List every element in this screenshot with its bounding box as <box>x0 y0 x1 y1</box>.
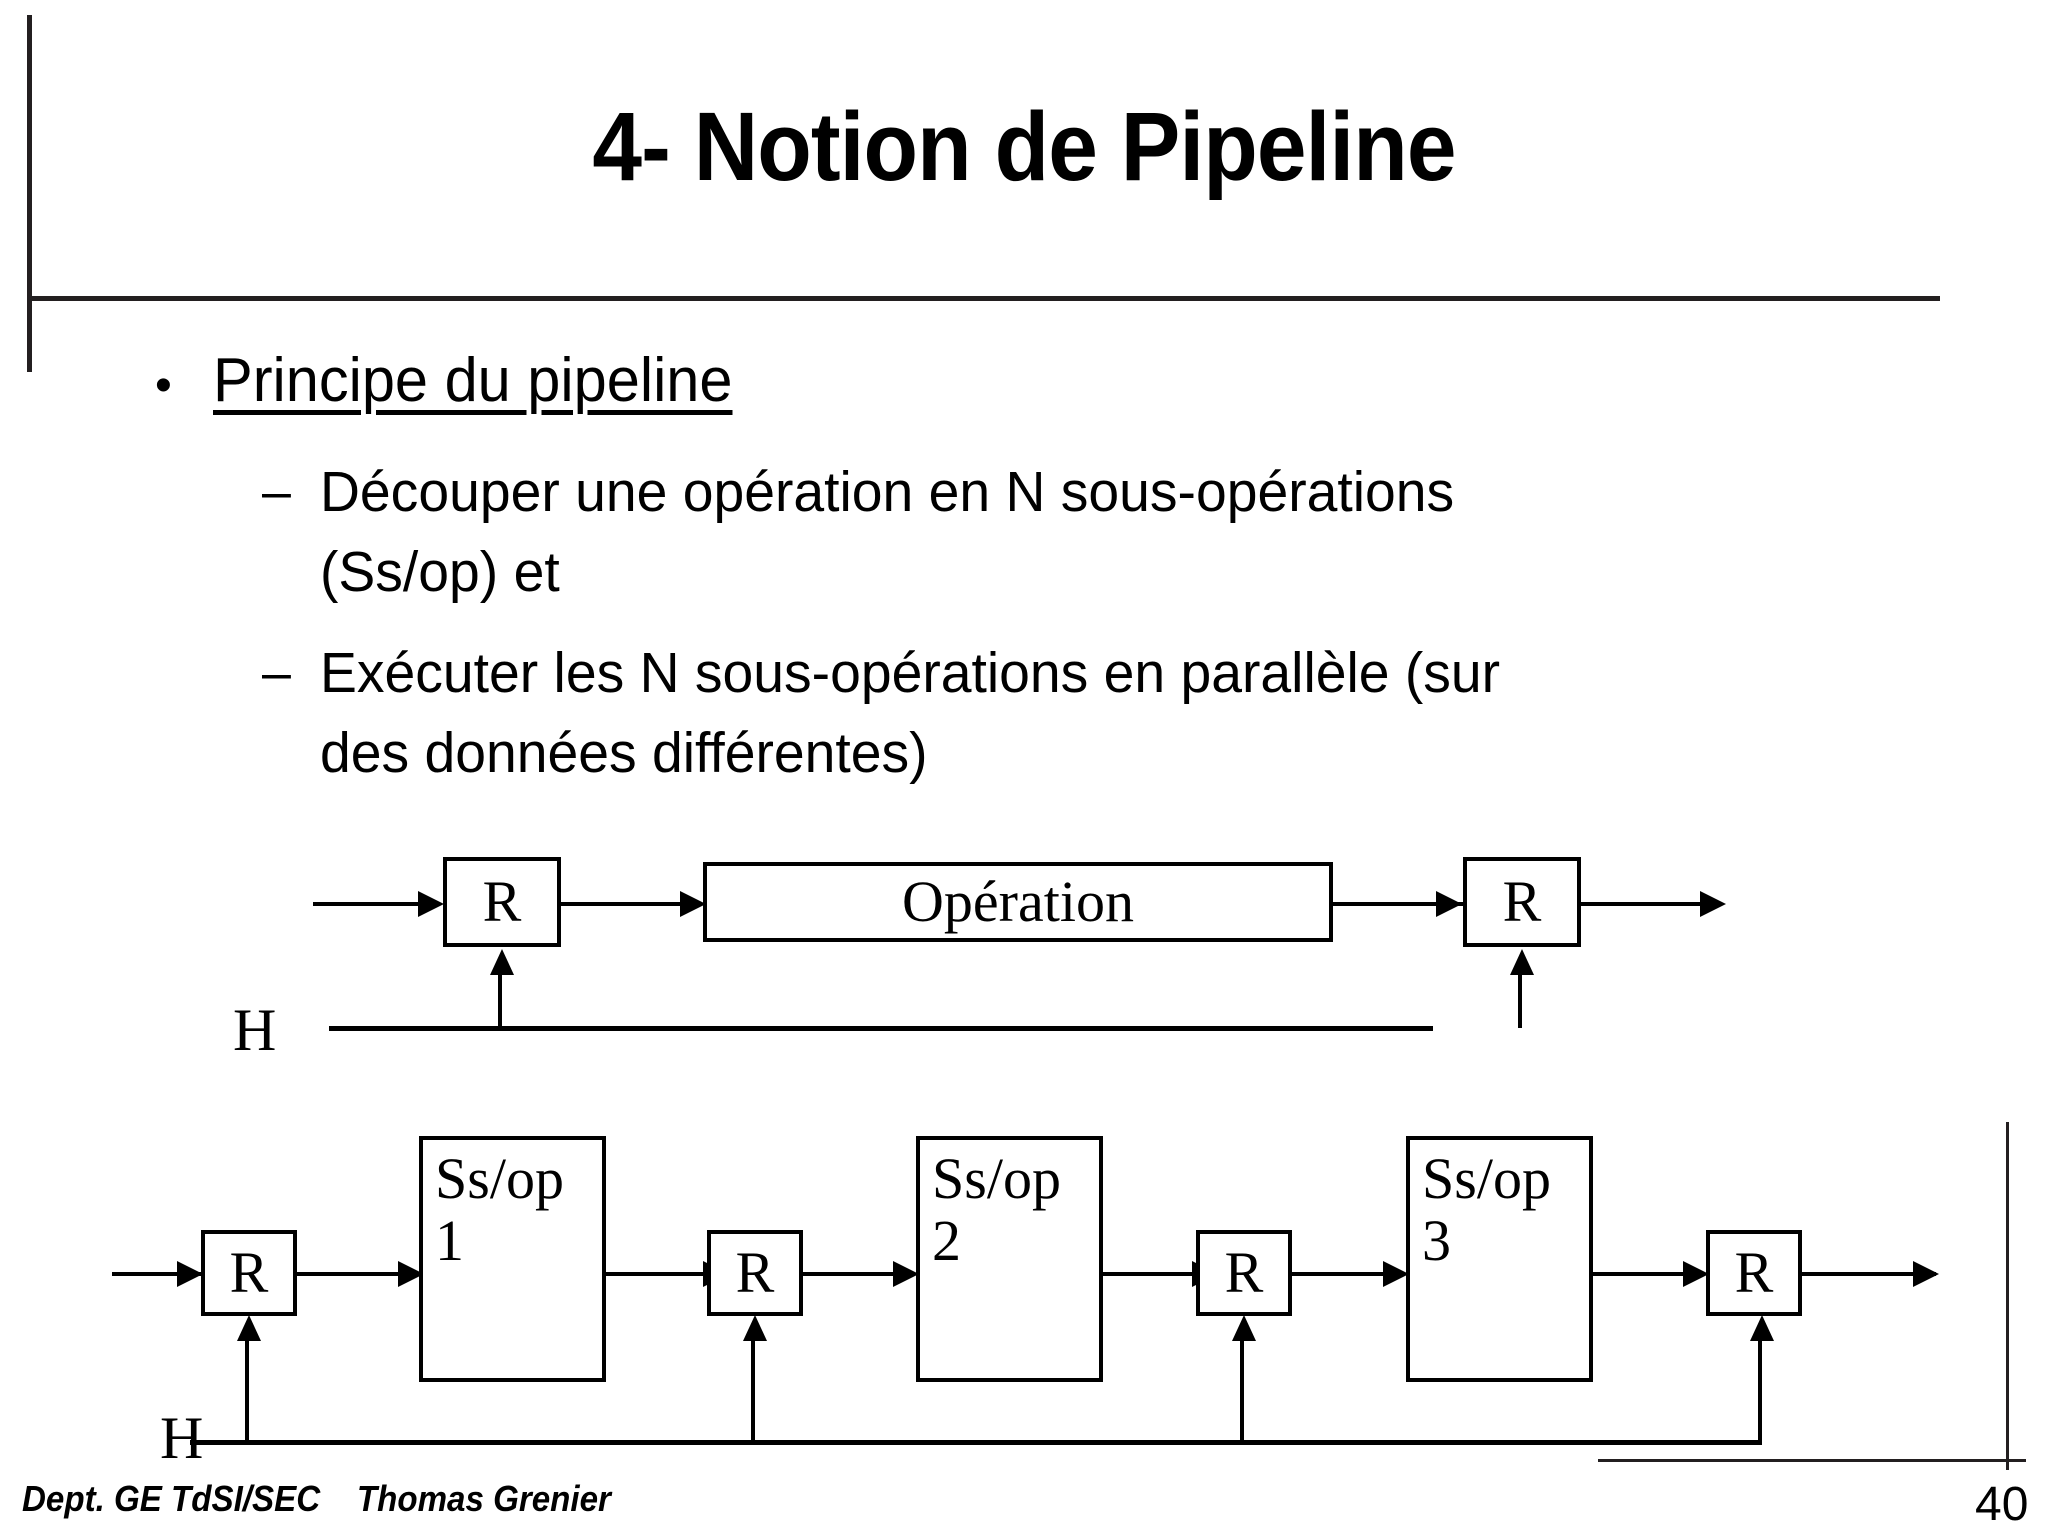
arrow-right-icon <box>418 891 444 917</box>
input-wire <box>112 1272 202 1276</box>
stage-label: Ss/op 2 <box>932 1146 1061 1273</box>
register-box-1: R <box>443 857 561 947</box>
operation-label: Opération <box>902 869 1134 934</box>
footer-credit: Dept. GE TdSI/SEC Thomas Grenier <box>22 1478 611 1519</box>
clock-bus-top <box>329 1026 1433 1031</box>
arrow-right-icon <box>1436 891 1462 917</box>
footer-horizontal-rule <box>1598 1459 2026 1462</box>
page-number: 40 <box>1975 1478 2029 1531</box>
arrow-right-icon <box>1683 1261 1709 1287</box>
sub-bullet-label: Exécuter les N sous-opérations en parall… <box>320 641 1501 785</box>
page-title: 4- Notion de Pipeline <box>592 92 1456 201</box>
arrow-up-icon <box>1510 949 1534 975</box>
stage-label: Ss/op 3 <box>1422 1146 1551 1273</box>
register-box-2: R <box>707 1230 803 1316</box>
clock-bus-bottom <box>190 1440 1762 1445</box>
sub-bullet-executer: – Exécuter les N sous-opérations en para… <box>262 633 1642 793</box>
output-wire <box>1581 902 1721 906</box>
register-box-4: R <box>1706 1230 1802 1316</box>
wire-r3-s3 <box>1292 1272 1404 1276</box>
sub-bullet-decouper: – Découper une opération en N sous-opéra… <box>262 452 1642 612</box>
footer-vertical-rule <box>2006 1122 2009 1470</box>
wire-s2-r3 <box>1103 1272 1215 1276</box>
clock-riser-r3 <box>1240 1340 1244 1440</box>
dash-marker-icon: – <box>262 644 291 702</box>
clock-riser-r1 <box>245 1340 249 1440</box>
clock-riser-r4 <box>1758 1340 1762 1440</box>
operation-box: Opération <box>703 862 1333 942</box>
output-wire <box>1802 1272 1936 1276</box>
clock-riser-r2 <box>1518 975 1522 1028</box>
wire-s3-r4 <box>1593 1272 1705 1276</box>
arrow-up-icon <box>490 949 514 975</box>
register-box-3: R <box>1196 1230 1292 1316</box>
register-box-1: R <box>201 1230 297 1316</box>
arrow-up-icon <box>1232 1315 1256 1341</box>
arrow-up-icon <box>1750 1315 1774 1341</box>
bullet-label: Principe du pipeline <box>213 346 733 415</box>
stage-box-1: Ss/op 1 <box>419 1136 606 1382</box>
dash-marker-icon: – <box>262 463 291 521</box>
clock-riser-r1 <box>498 975 502 1028</box>
arrow-up-icon <box>237 1315 261 1341</box>
arrow-right-icon <box>1700 891 1726 917</box>
wire-s1-r2 <box>606 1272 724 1276</box>
arrow-up-icon <box>743 1315 767 1341</box>
wire-r1-s1 <box>297 1272 417 1276</box>
arrow-right-icon <box>893 1261 919 1287</box>
bullet-marker-icon: • <box>155 359 172 412</box>
input-wire <box>313 902 431 906</box>
arrow-right-icon <box>177 1261 203 1287</box>
wire-r2-s2 <box>803 1272 915 1276</box>
wire-r1-op <box>561 902 695 906</box>
register-box-2: R <box>1463 857 1581 947</box>
bullet-principe: • Principe du pipeline <box>155 345 1555 427</box>
arrow-right-icon <box>680 891 706 917</box>
clock-label-bottom: H <box>160 1405 204 1471</box>
wire-op-r2 <box>1333 902 1463 906</box>
register-label: R <box>735 1240 775 1305</box>
register-label: R <box>1224 1240 1264 1305</box>
arrow-right-icon <box>1383 1261 1409 1287</box>
sub-bullet-label: Découper une opération en N sous-opérati… <box>320 460 1455 604</box>
arrow-right-icon <box>1913 1261 1939 1287</box>
register-label: R <box>229 1240 269 1305</box>
stage-label: Ss/op 1 <box>435 1146 564 1273</box>
header-vertical-rule <box>27 15 32 372</box>
header-horizontal-rule <box>27 296 1940 301</box>
register-label: R <box>1502 869 1542 934</box>
clock-riser-r2 <box>751 1340 755 1440</box>
register-label: R <box>1734 1240 1774 1305</box>
stage-box-2: Ss/op 2 <box>916 1136 1103 1382</box>
stage-box-3: Ss/op 3 <box>1406 1136 1593 1382</box>
clock-label-top: H <box>233 997 277 1063</box>
register-label: R <box>482 869 522 934</box>
